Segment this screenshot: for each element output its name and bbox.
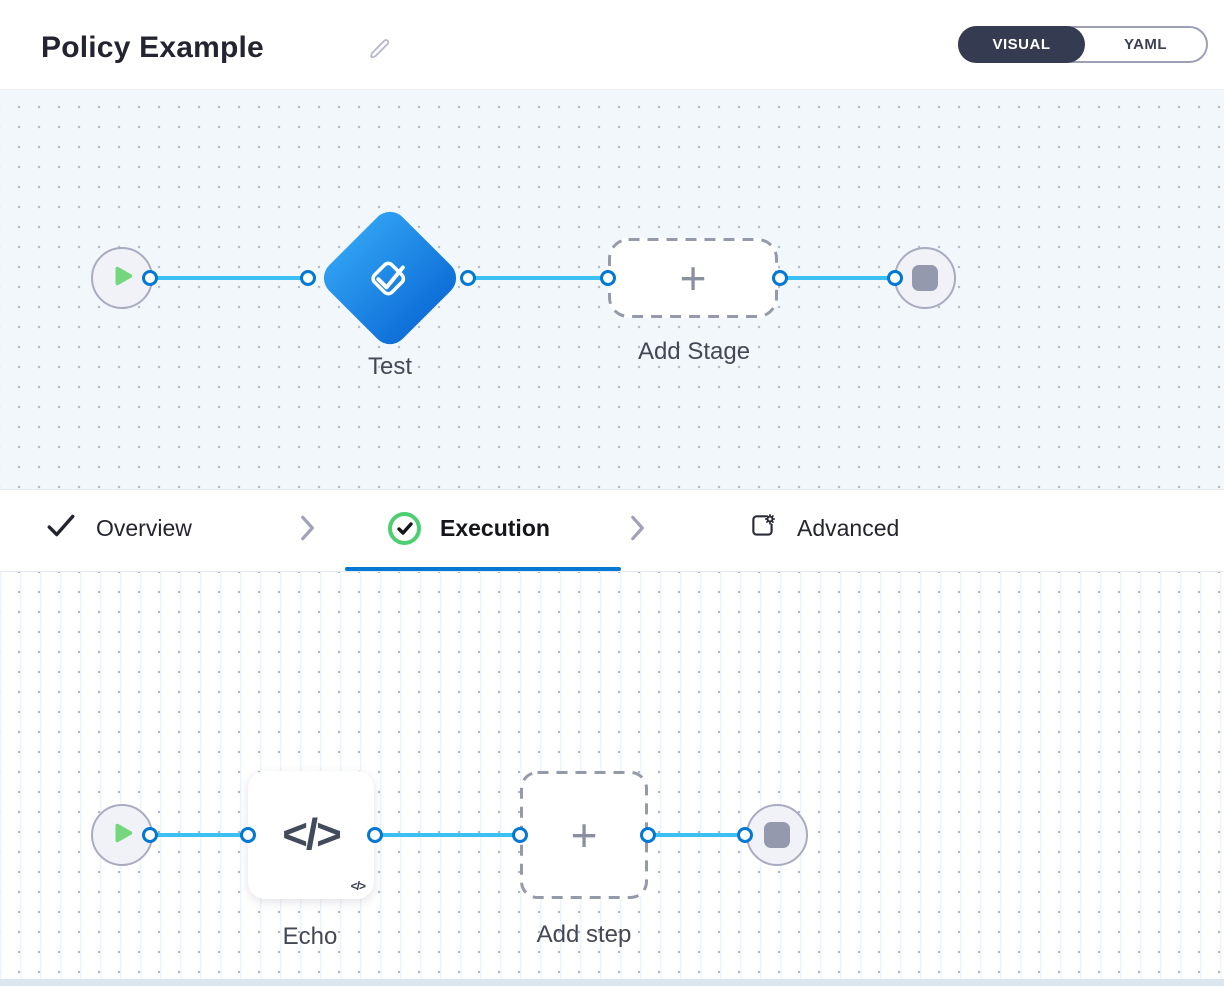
step-node-echo[interactable]: </> </>: [248, 771, 374, 899]
page-header: Policy Example VISUAL YAML: [0, 0, 1224, 90]
edge-addstage-to-end: [780, 276, 895, 280]
connection-port[interactable]: [600, 270, 616, 286]
execution-canvas: </> </> Echo + Add step: [0, 571, 1224, 986]
play-icon: [109, 263, 135, 294]
pencil-icon: [367, 39, 393, 65]
stage-canvas: Test + Add Stage: [0, 90, 1224, 490]
pipeline-end-node: [894, 247, 956, 309]
plus-icon: +: [679, 252, 707, 304]
chevron-right-icon: [626, 512, 648, 544]
edit-title-button[interactable]: [366, 36, 394, 64]
edge-start-to-stage: [150, 276, 308, 280]
tab-execution[interactable]: Execution: [388, 490, 550, 567]
stage-config-tabbar: Overview Execution: [0, 490, 1224, 571]
code-icon: </>: [282, 810, 342, 859]
stage-node-test[interactable]: [316, 204, 464, 352]
visual-yaml-toggle: VISUAL YAML: [958, 26, 1208, 63]
tab-advanced-label: Advanced: [797, 515, 900, 541]
add-step-button[interactable]: +: [520, 771, 648, 899]
step-label: Echo: [282, 923, 338, 950]
add-stage-label: Add Stage: [637, 338, 751, 365]
tab-overview[interactable]: Overview: [45, 490, 192, 567]
settings-panel-icon: [748, 511, 778, 546]
code-badge-icon: </>: [350, 879, 366, 893]
connection-port[interactable]: [772, 270, 788, 286]
tab-advanced[interactable]: Advanced: [748, 490, 899, 567]
add-stage-button[interactable]: +: [608, 238, 778, 318]
connection-port[interactable]: [640, 827, 656, 843]
plus-icon: +: [570, 809, 598, 861]
play-icon: [109, 820, 135, 851]
connection-port[interactable]: [367, 827, 383, 843]
edge-stage-to-addstage: [468, 276, 608, 280]
connection-port[interactable]: [460, 270, 476, 286]
tab-execution-label: Execution: [440, 515, 550, 541]
tab-overview-label: Overview: [96, 515, 192, 541]
toggle-visual[interactable]: VISUAL: [958, 26, 1085, 63]
active-tab-underline: [345, 567, 621, 571]
stage-label: Test: [367, 353, 412, 380]
canvas-bottom-strip: [0, 979, 1224, 986]
toggle-yaml[interactable]: YAML: [1123, 36, 1168, 53]
edge-start-to-step: [150, 833, 248, 837]
add-step-label: Add step: [536, 921, 632, 948]
connection-port[interactable]: [142, 270, 158, 286]
edge-step-to-addstep: [375, 833, 520, 837]
connection-port[interactable]: [300, 270, 316, 286]
connection-port[interactable]: [737, 827, 753, 843]
chevron-right-icon: [296, 512, 318, 544]
stop-icon: [912, 265, 938, 291]
connection-port[interactable]: [512, 827, 528, 843]
edge-addstep-to-end: [648, 833, 745, 837]
connection-port[interactable]: [240, 827, 256, 843]
connection-port[interactable]: [887, 270, 903, 286]
stop-icon: [764, 822, 790, 848]
test-stage-icon: [362, 250, 418, 306]
page-title: Policy Example: [41, 31, 264, 64]
execution-end-node: [746, 804, 808, 866]
check-icon: [45, 512, 77, 545]
connection-port[interactable]: [142, 827, 158, 843]
check-circle-icon: [388, 512, 421, 545]
